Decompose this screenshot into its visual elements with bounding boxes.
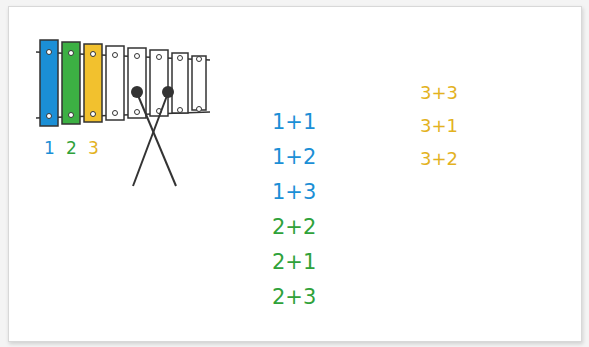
sum-expression: 1+3 bbox=[272, 182, 316, 203]
sum-expression: 2+3 bbox=[272, 287, 316, 308]
bar-number: 3 bbox=[88, 140, 99, 157]
sum-expression: 3+2 bbox=[420, 150, 458, 168]
sum-expression: 3+1 bbox=[420, 117, 458, 135]
sum-expression: 1+1 bbox=[272, 112, 316, 133]
bar-number: 1 bbox=[44, 140, 55, 157]
sum-expression: 1+2 bbox=[272, 147, 316, 168]
sum-expression: 2+1 bbox=[272, 252, 316, 273]
bar-number: 2 bbox=[66, 140, 77, 157]
sum-expression: 2+2 bbox=[272, 217, 316, 238]
sum-expression: 3+3 bbox=[420, 84, 458, 102]
